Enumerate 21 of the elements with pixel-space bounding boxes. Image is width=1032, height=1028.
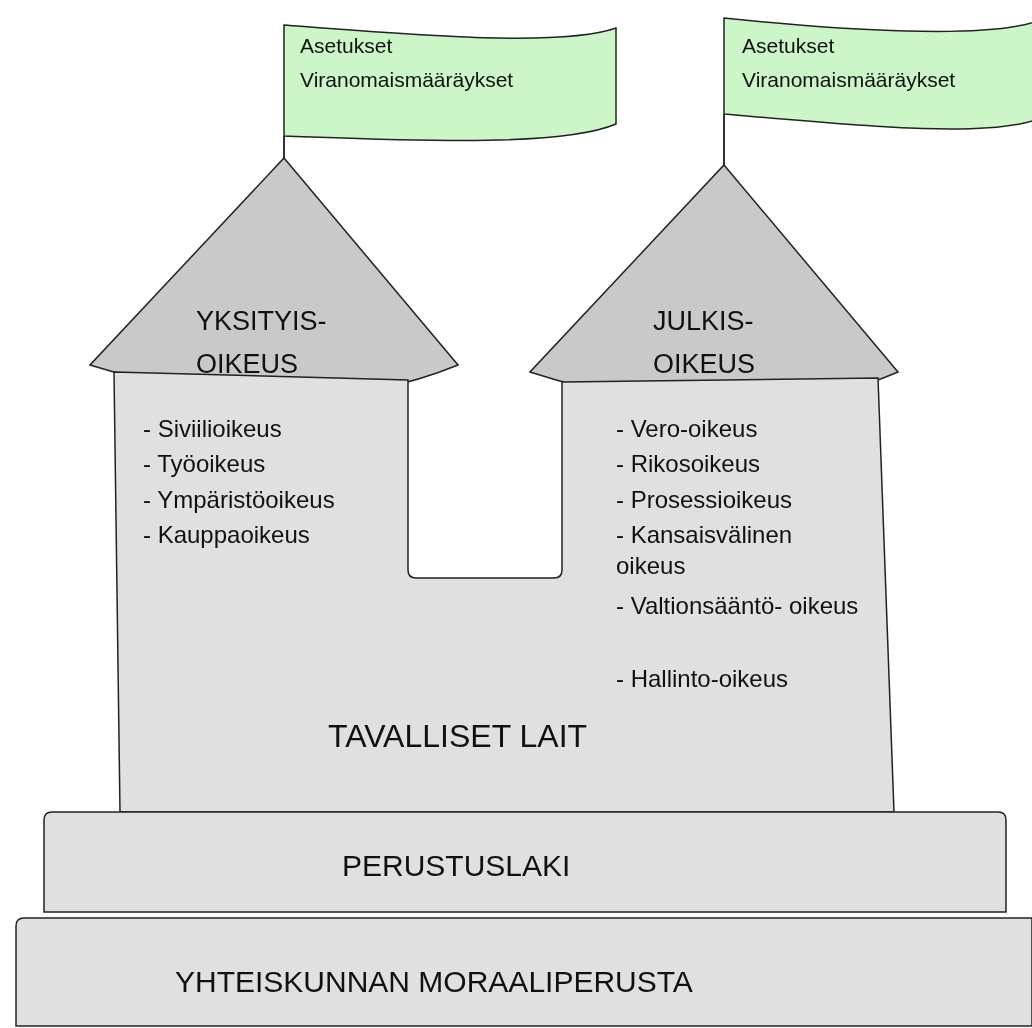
list-item: - Hallinto-oikeus (616, 664, 789, 694)
section-title: TAVALLISET LAIT (328, 717, 588, 756)
roof-title: YKSITYIS- OIKEUS (196, 305, 328, 382)
flagpole (723, 113, 725, 166)
flagpole (283, 135, 285, 159)
list-item: - Ympäristöoikeus (143, 485, 335, 515)
list-item: - Prosessioikeus (616, 485, 793, 515)
flag-text: Viranomaismääräykset (300, 67, 514, 93)
list-item: - Työoikeus (143, 449, 266, 479)
list-item: - Kansaisvälinen oikeus (616, 520, 794, 582)
flag-text: Viranomaismääräykset (742, 67, 956, 93)
list-item: - Siviilioikeus (143, 414, 282, 444)
roof-title: JULKIS- OIKEUS (653, 305, 757, 382)
flag-text: Asetukset (742, 33, 835, 59)
list-item: - Vero-oikeus (616, 414, 758, 444)
section-title: PERUSTUSLAKI (342, 848, 571, 884)
list-item: - Valtionsääntö- oikeus (616, 591, 859, 621)
flag-text: Asetukset (300, 33, 393, 59)
list-item: - Kauppaoikeus (143, 520, 310, 550)
section-title: YHTEISKUNNAN MORAALIPERUSTA (175, 964, 693, 1000)
list-item: - Rikosoikeus (616, 449, 761, 479)
